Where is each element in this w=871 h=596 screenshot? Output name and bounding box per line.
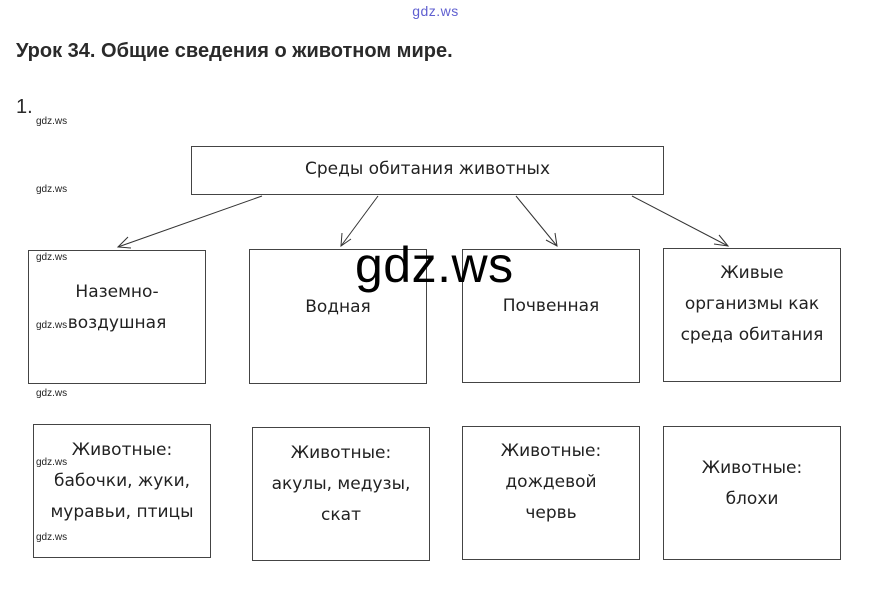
habitat-label: Почвенная: [502, 296, 600, 316]
habitat-box-soil: Почвенная: [462, 249, 640, 383]
arrow-to-habitat-2: [340, 195, 379, 247]
watermark-small: gdz.ws: [36, 252, 68, 263]
root-label: Среды обитания животных: [304, 159, 551, 179]
watermark-top: gdz.ws: [412, 3, 459, 19]
habitat-box-organisms: Живые организмы как среда обитания: [663, 248, 841, 382]
habitat-label: Водная: [305, 297, 371, 317]
animals-box-land-air: Животные: бабочки, жуки, муравьи, птицы: [33, 424, 211, 558]
animals-box-soil: Животные: дождевой червь: [462, 426, 640, 560]
habitat-label: Наземно- воздушная: [67, 282, 167, 333]
task-number: 1.: [16, 96, 33, 118]
animals-label: Животные: дождевой червь: [500, 441, 602, 523]
animals-label: Животные: акулы, медузы, скат: [271, 443, 411, 525]
habitat-box-water: Водная: [249, 249, 427, 384]
watermark-small: gdz.ws: [36, 116, 68, 127]
arrow-to-habitat-1: [117, 195, 263, 248]
animals-box-organisms: Животные: блохи: [663, 426, 841, 560]
animals-label: Животные: блохи: [701, 458, 803, 509]
habitat-box-land-air: Наземно- воздушная: [28, 250, 206, 384]
habitat-label: Живые организмы как среда обитания: [680, 263, 824, 345]
arrow-to-habitat-4: [631, 195, 729, 247]
watermark-small: gdz.ws: [36, 184, 68, 195]
page-title: Урок 34. Общие сведения о животном мире.: [16, 40, 453, 62]
watermark-small: gdz.ws: [36, 532, 68, 543]
arrowhead-4: [713, 234, 730, 247]
watermark-small: gdz.ws: [36, 320, 68, 331]
watermark-small: gdz.ws: [36, 457, 68, 468]
watermark-small: gdz.ws: [36, 388, 68, 399]
root-box: Среды обитания животных: [191, 146, 664, 195]
arrowhead-2: [340, 232, 352, 248]
arrow-to-habitat-3: [515, 195, 558, 247]
arrowhead-1: [116, 236, 132, 249]
watermark-big: gdz.ws: [355, 237, 514, 293]
animals-box-water: Животные: акулы, медузы, скат: [252, 427, 430, 561]
animals-label: Животные: бабочки, жуки, муравьи, птицы: [50, 440, 194, 522]
arrowhead-3: [545, 232, 558, 247]
